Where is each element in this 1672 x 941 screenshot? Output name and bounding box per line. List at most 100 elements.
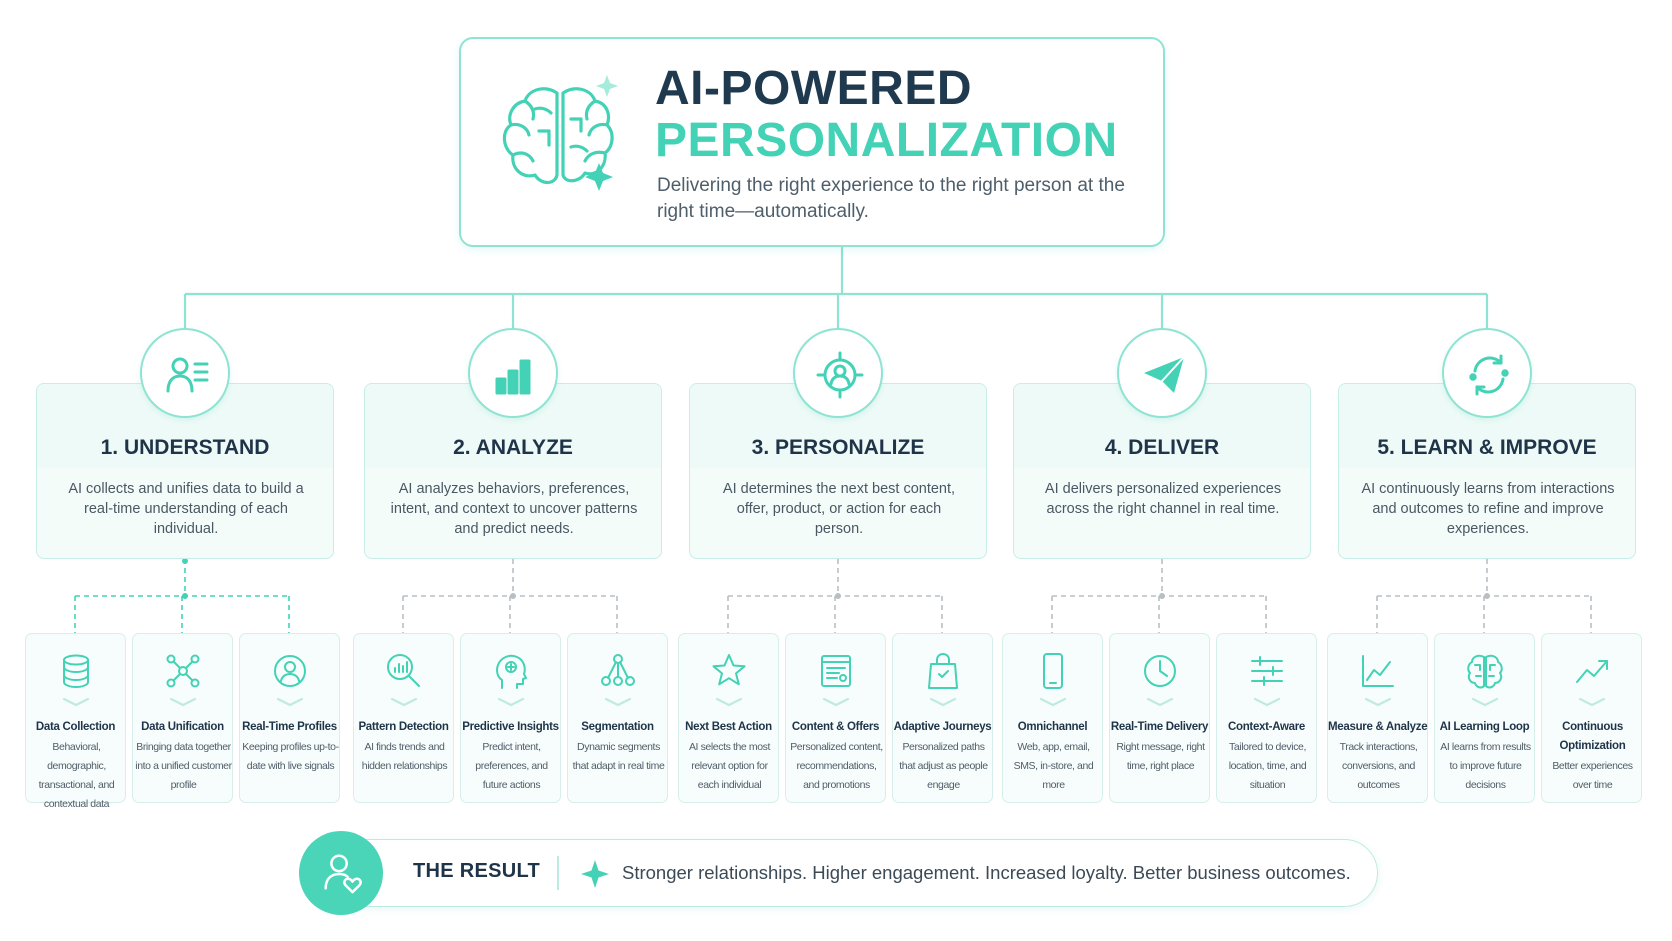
connector-dot [182,558,188,564]
sub-title: Predictive Insights [462,721,559,733]
stage-title: 2. ANALYZE [453,436,573,459]
shopping-bag-icon [928,653,958,689]
sub-title: Adaptive Journeys [893,721,992,733]
header-card: AI-POWERED PERSONALIZATION Delivering th… [459,37,1165,247]
stage-card: 3. PERSONALIZE AI determines the next bes… [689,383,987,559]
stage-icon-circle [1442,328,1532,418]
segment-nodes-icon [601,654,635,686]
stage-icon-circle [793,328,883,418]
chevron-down-icon [497,697,525,707]
chevron-down-icon [929,697,957,707]
trend-up-icon [1576,660,1608,683]
sub-description: Better experiences over time [1552,760,1633,791]
sub-title: Real-Time Delivery [1110,721,1209,733]
stage-title: 1. UNDERSTAND [100,436,270,459]
chevron-down-icon [1578,697,1606,707]
title-line-1: AI-POWERED [655,62,972,115]
sliders-icon [1251,656,1283,686]
stage-description: AI collects and unifies data to build a … [68,481,304,537]
sub-description: Dynamic segments that adapt in real time [572,741,665,772]
sub-title: Data Unification [141,721,224,733]
sub-description: Track interactions, conversions, and out… [1339,741,1418,791]
stage-card: 1. UNDERSTAND AI collects and unifies dat… [36,383,334,559]
connector-dot [1484,593,1490,599]
sub-description: Predict intent, preferences, and future … [475,741,548,791]
sub-title: Continuous Optimization [1559,721,1626,752]
smartphone-icon [1043,653,1063,689]
target-user-icon [816,351,864,399]
sub-description: Web, app, email, SMS, in-store, and more [1013,741,1094,791]
magnify-chart-icon [387,654,420,687]
stage-description: AI determines the next best content, off… [722,481,956,537]
sub-title: Data Collection [35,721,116,733]
user-profile-icon [166,357,209,393]
sub-description: Keeping profiles up-to-date with live si… [242,741,339,772]
user-circle-icon [274,655,306,687]
user-heart-icon [324,854,362,894]
sub-description: Behavioral, demographic, transactional, … [38,741,115,810]
chevron-down-icon [390,697,418,707]
connector-dot [1159,593,1165,599]
stage-icon-circle [1117,328,1207,418]
chevron-down-icon [1253,697,1281,707]
chevron-down-icon [169,697,197,707]
result-bar [318,839,1378,907]
refresh-cycle-icon [1469,354,1509,396]
header-subtitle: Delivering the right experience to the r… [657,175,1125,222]
sub-title: Pattern Detection [358,721,449,733]
sub-title: Segmentation [581,721,654,733]
connector-dot [835,593,841,599]
stage-title: 5. LEARN & IMPROVE [1377,436,1597,459]
stage-icon-circle [468,328,558,418]
sub-title: Next Best Action [685,721,772,733]
result-text: Stronger relationships. Higher engagemen… [622,862,1351,883]
stage-card: 4. DELIVER AI delivers personalized exper… [1013,383,1311,559]
chevron-down-icon [1471,697,1499,707]
sub-title: Measure & Analyze [1328,721,1428,733]
network-icon [166,654,200,688]
chevron-down-icon [1364,697,1392,707]
paper-plane-icon [1144,356,1185,393]
chevron-down-icon [1146,697,1174,707]
sub-description: Personalized content, recommendations, a… [790,741,883,791]
title-line-2: PERSONALIZATION [655,114,1118,167]
content-card-icon [821,655,851,687]
result-icon-circle [299,831,383,915]
bar-chart-icon [495,359,531,395]
brain-sparkle-icon [502,75,618,191]
sparkle-icon [581,860,609,888]
stage-title: 4. DELIVER [1104,436,1220,459]
line-chart-icon [1362,655,1394,687]
chevron-down-icon [715,697,743,707]
result-label: THE RESULT [413,860,541,882]
sub-description: Tailored to device, location, time, and … [1228,741,1307,791]
star-icon [712,654,746,686]
stage-description: AI continuously learns from interactions… [1361,481,1615,537]
brain-icon [1467,654,1503,689]
stage-description: AI delivers personalized experiences acr… [1044,481,1282,517]
connector-dot [182,593,188,599]
sub-title: Context-Aware [1227,721,1306,733]
database-icon [63,654,89,688]
stage-icon-circle [140,328,230,418]
chevron-down-icon [1039,697,1067,707]
sub-title: AI Learning Loop [1439,721,1530,733]
sub-title: Real-Time Profiles [242,721,337,733]
chevron-down-icon [276,697,304,707]
sub-title: Omnichannel [1017,721,1088,733]
result-divider [557,856,559,890]
chevron-down-icon [62,697,90,707]
stage-title: 3. PERSONALIZE [751,436,925,459]
